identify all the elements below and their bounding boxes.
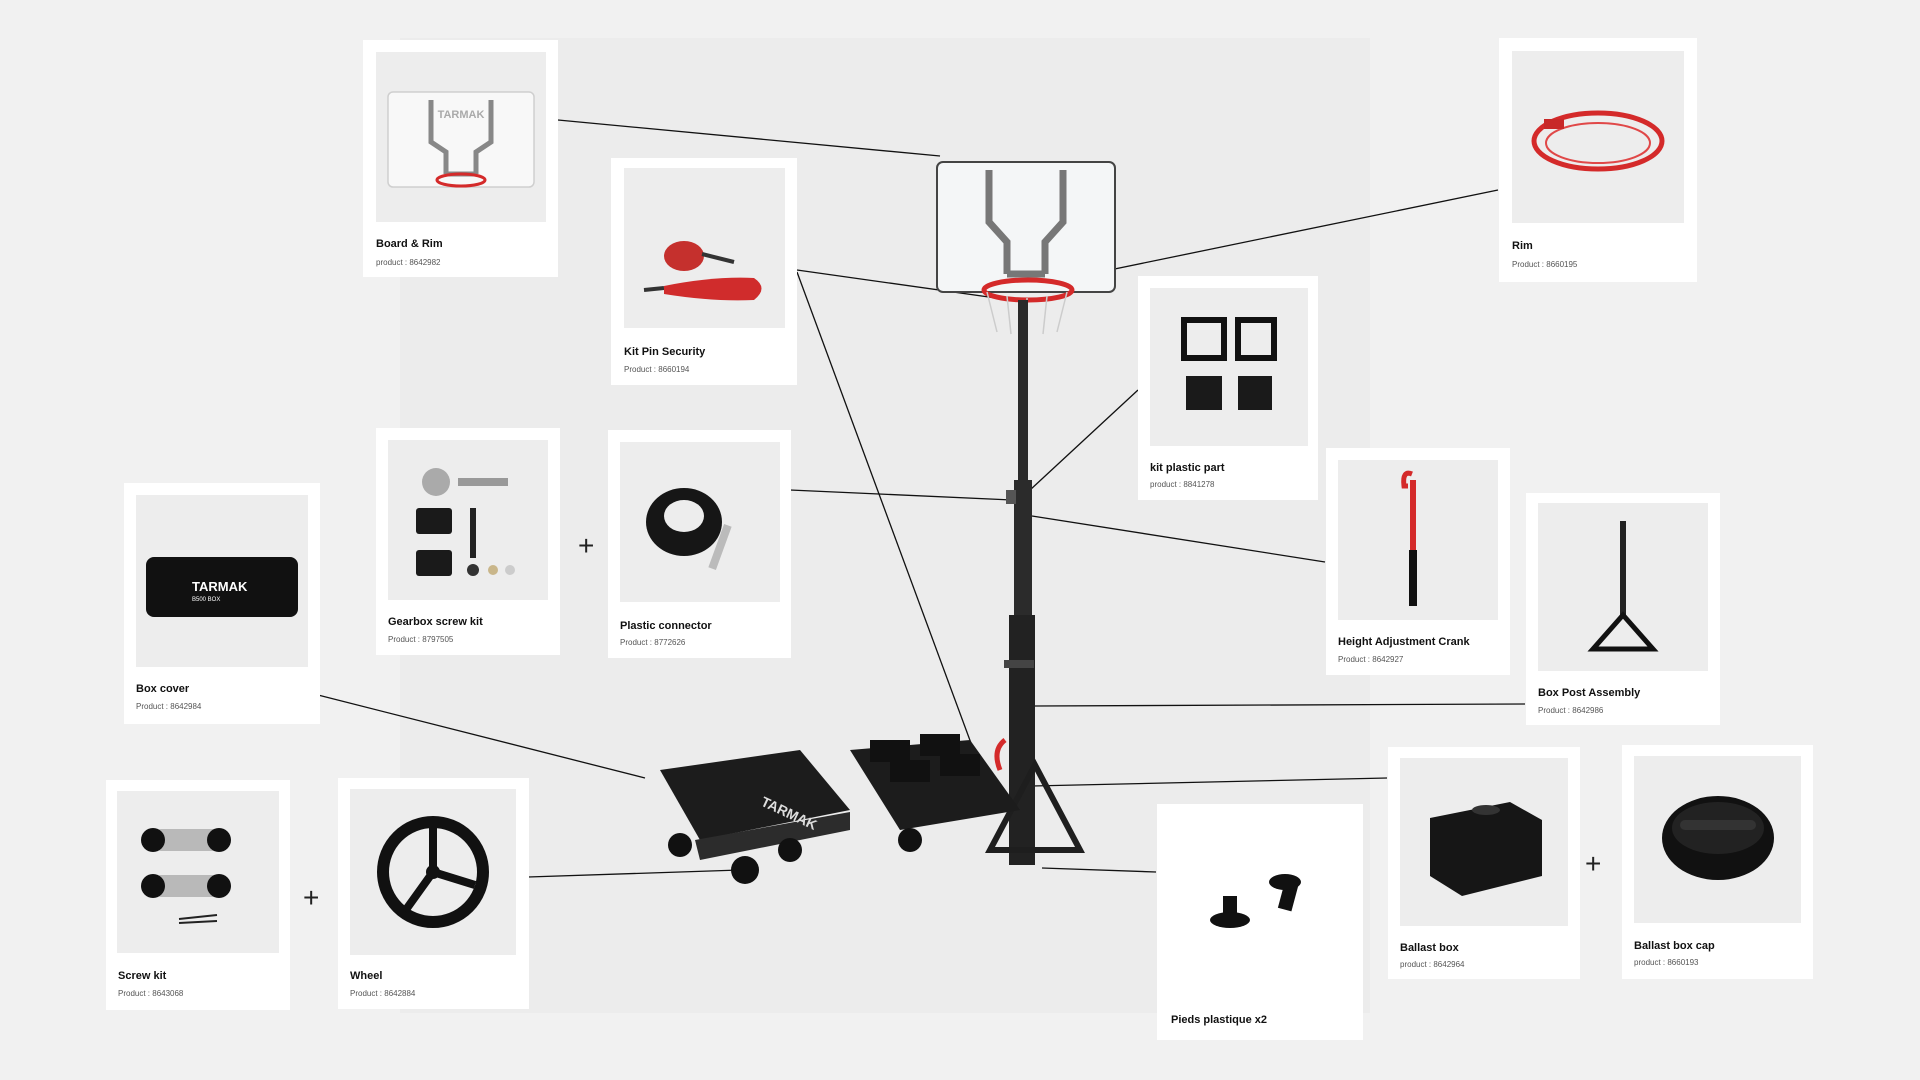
part-card-ballast-cap[interactable]: Ballast box cap product : 8660193 [1622,745,1813,979]
part-name: Box cover [136,683,190,695]
rim-image [1512,51,1684,223]
part-name: Rim [1512,240,1533,252]
part-card-box-cover[interactable]: TARMAK B500 BOX Box cover Product : 8642… [124,483,320,724]
part-code: Product : 8642927 [1338,655,1404,664]
part-card-box-post[interactable]: Box Post Assembly Product : 8642986 [1526,493,1720,725]
board-logo-text: TARMAK [438,109,485,121]
line-board-rim [557,119,941,157]
board-rim-image: TARMAK [376,52,546,222]
part-code: product : 8841278 [1150,480,1215,489]
part-code: Product : 8772626 [620,638,686,647]
part-card-kit-pin[interactable]: Kit Pin Security Product : 8660194 [611,158,797,385]
middle-pole [1014,480,1032,620]
part-code: Product : 8642984 [136,702,202,711]
gearbox-image [388,440,548,600]
height-crank-image [1338,460,1498,620]
part-name: Pieds plastique x2 [1171,1014,1267,1026]
part-card-board-rim[interactable]: TARMAK Board & Rim product : 8642982 [363,40,558,277]
part-card-plastic-connector[interactable]: Plastic connector Product : 8772626 [608,430,791,658]
part-code: Product : 8642986 [1538,706,1604,715]
part-code: Product : 8643068 [118,989,184,998]
box-post-image [1538,503,1708,671]
lower-pole [1009,615,1035,865]
part-code: Product : 8642884 [350,989,416,998]
line-wheel [527,869,741,878]
part-card-wheel[interactable]: Wheel Product : 8642884 [338,778,529,1009]
ballast-box-image [1400,758,1568,926]
part-card-screw-kit[interactable]: Screw kit Product : 8643068 [106,780,290,1010]
part-card-kit-plastic[interactable]: kit plastic part product : 8841278 [1138,276,1318,500]
cover-sub: B500 BOX [192,597,220,603]
basketball-hoop-image: TARMAK [660,161,1116,884]
part-code: Product : 8660195 [1512,260,1578,269]
part-card-rim[interactable]: Rim Product : 8660195 [1499,38,1697,282]
part-name: Screw kit [118,970,167,982]
part-code: product : 8642964 [1400,960,1465,969]
line-kit-pin-a [796,269,1011,301]
part-code: product : 8642982 [376,258,441,267]
line-height-crank [1031,515,1326,563]
part-name: Ballast box [1400,942,1459,954]
part-code: Product : 8797505 [388,635,454,644]
part-card-pieds[interactable]: Pieds plastique x2 [1157,804,1363,1040]
line-rim [1099,189,1499,273]
part-code: Product : 8660194 [624,365,690,374]
part-card-height-crank[interactable]: Height Adjustment Crank Product : 864292… [1326,448,1510,675]
line-kit-pin-b [796,271,993,801]
part-name: Height Adjustment Crank [1338,636,1470,648]
line-pieds [1041,867,1157,873]
box-cover-image: TARMAK B500 BOX [136,495,308,667]
part-code: product : 8660193 [1634,958,1699,967]
part-card-ballast-box[interactable]: Ballast box product : 8642964 [1388,747,1580,979]
plus-sign: + [303,882,320,913]
pieds-image [1157,804,1363,994]
kit-pin-image [624,168,785,328]
part-name: kit plastic part [1150,462,1225,474]
part-name: Plastic connector [620,620,712,632]
ballast-cart [850,734,1020,852]
part-name: Ballast box cap [1634,940,1715,952]
part-name: Board & Rim [376,238,443,250]
plastic-connector-image [620,442,780,602]
part-card-gearbox[interactable]: Gearbox screw kit Product : 8797505 [376,428,560,655]
line-kit-plastic [1029,389,1139,491]
line-box-post [1034,703,1526,707]
box-cart: TARMAK [660,750,850,884]
cover-logo: TARMAK [192,579,248,594]
upper-pole [1018,300,1028,520]
ballast-cap-image [1634,756,1801,923]
wheel-image [350,789,516,955]
screw-kit-image [117,791,279,953]
part-name: Gearbox screw kit [388,616,483,628]
line-plastic-connector [789,489,1013,501]
line-ballast-box [1031,777,1388,787]
part-name: Kit Pin Security [624,346,706,358]
backboard [936,161,1116,336]
line-box-cover [317,694,646,779]
plus-sign: + [1585,848,1602,879]
part-name: Box Post Assembly [1538,687,1641,699]
plus-sign: + [578,530,595,561]
part-name: Wheel [350,970,383,982]
kit-plastic-image [1150,288,1308,446]
